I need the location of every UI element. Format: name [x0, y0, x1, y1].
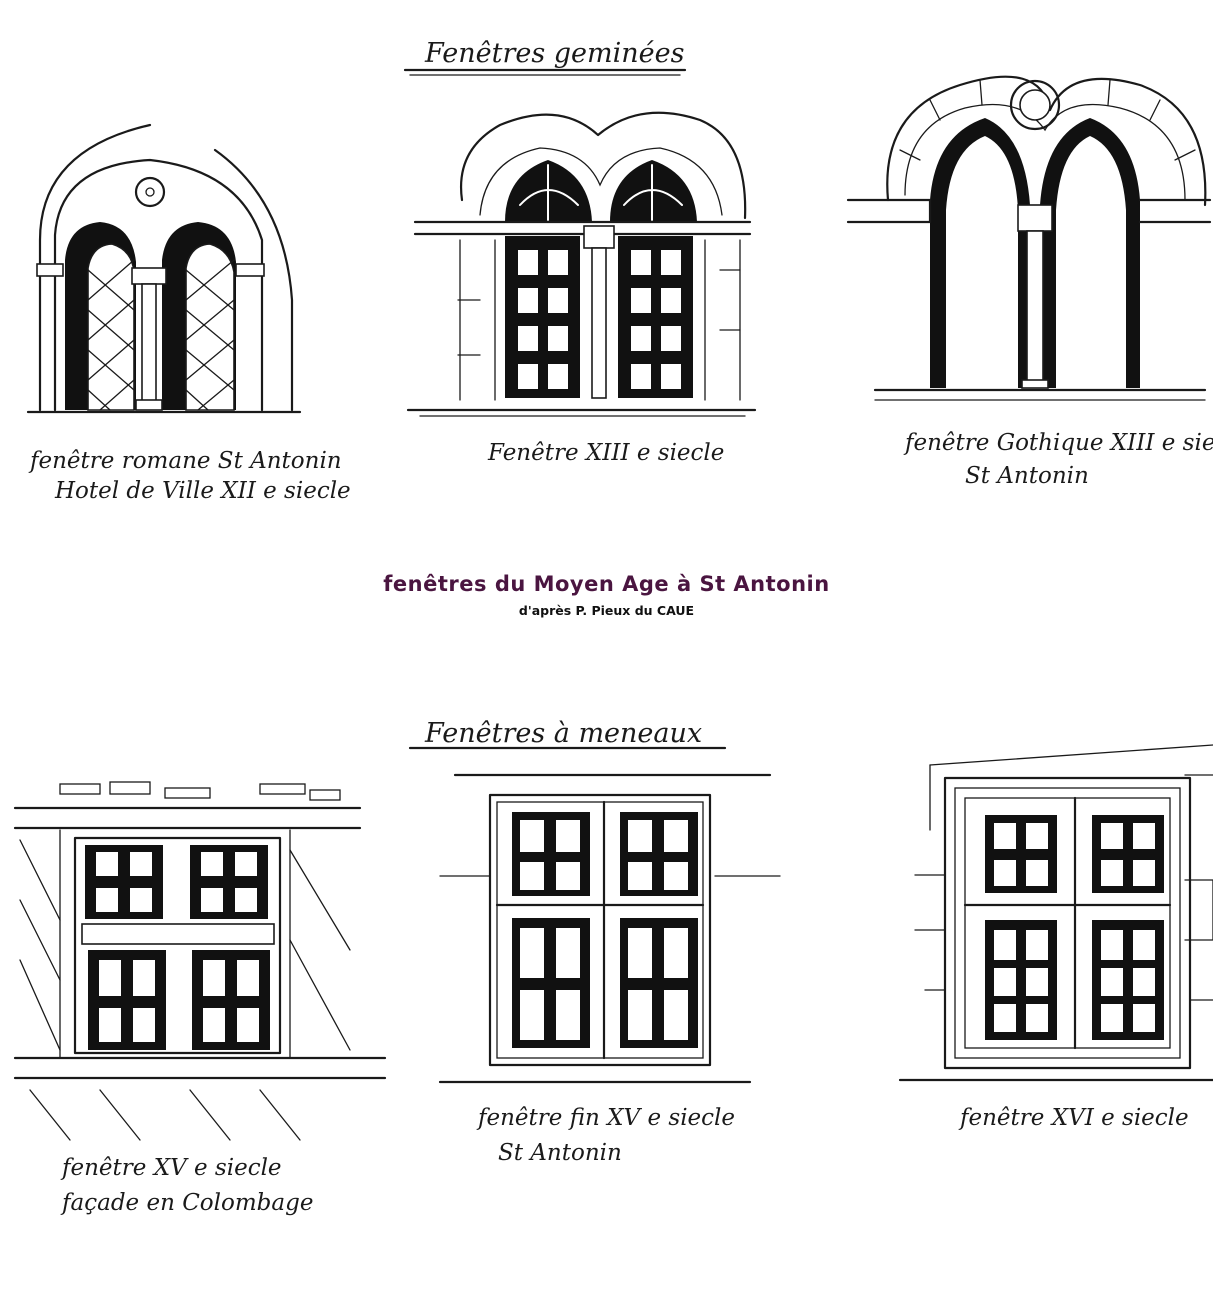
column-base	[135, 399, 163, 411]
lead-frames	[994, 823, 1155, 1032]
window-frame-moulding	[954, 787, 1181, 1059]
voussoir-joints	[899, 79, 1196, 161]
heading-geminees-text: Fenêtres geminées	[424, 38, 684, 69]
window-xiii: Fenêtre XIII e siecle	[406, 111, 757, 466]
column-capital	[1017, 204, 1053, 232]
lead-frames	[96, 852, 259, 1042]
transom	[81, 923, 275, 945]
column-shaft	[591, 247, 607, 399]
pilaster	[36, 263, 64, 277]
page-subtitle: d'après P. Pieux du CAUE	[518, 603, 695, 618]
impost-block	[846, 198, 932, 224]
caption-line2: St Antonin	[498, 1140, 622, 1166]
window-fin-xv: fenêtre fin XV e siecle St Antonin	[438, 773, 781, 1166]
inner-arch	[479, 147, 723, 216]
window-xvi: fenêtre XVI e siecle	[898, 744, 1213, 1131]
caption-line2: Hotel de Ville XII e siecle	[54, 478, 351, 504]
masonry-top	[59, 781, 341, 801]
pilaster	[235, 263, 265, 277]
lattice-glass	[87, 243, 135, 411]
right-lancet	[1040, 118, 1140, 388]
page-title: fenêtres du Moyen Age à St Antonin	[383, 572, 830, 596]
window-frame-inner	[496, 801, 704, 1059]
column-shaft	[141, 283, 157, 403]
caption-line1: fenêtre romane St Antonin	[28, 448, 342, 474]
timber-braces	[19, 829, 351, 1141]
column-capital	[131, 267, 167, 285]
caption-line1: Fenêtre XIII e siecle	[487, 440, 724, 466]
outer-arch	[213, 148, 294, 412]
caption-line1: fenêtre XV e siecle	[60, 1155, 282, 1181]
left-lancet	[930, 118, 1030, 388]
right-casement	[618, 236, 693, 398]
voussoir-arch	[460, 111, 747, 220]
diamond-lattice	[87, 259, 235, 411]
voussoir-inner	[904, 103, 1186, 201]
right-casement-frames	[631, 250, 681, 389]
outer-arch	[38, 123, 152, 412]
stone-joints	[457, 269, 741, 356]
jamb-lines	[459, 239, 741, 401]
oculus	[145, 187, 155, 197]
left-casement	[505, 236, 580, 398]
caption-line2: façade en Colombage	[60, 1190, 313, 1216]
window-romane: fenêtre romane St Antonin Hotel de Ville…	[26, 123, 351, 504]
window-frame	[73, 836, 282, 1055]
lead-frames	[520, 820, 688, 1040]
caption-line2: St Antonin	[965, 463, 1089, 489]
window-frame	[943, 776, 1192, 1070]
window-frame-inner	[964, 797, 1171, 1049]
caption-line1: fenêtre XVI e siecle	[958, 1105, 1189, 1131]
column-capital	[583, 225, 615, 249]
heading-geminees: Fenêtres geminées	[403, 38, 687, 76]
column-shaft	[1026, 230, 1044, 384]
oculus	[1009, 79, 1061, 131]
oculus	[134, 176, 166, 208]
caption-line1: fenêtre Gothique XIII e siecle	[903, 430, 1213, 456]
window-frame	[488, 793, 712, 1067]
heading-meneaux: Fenêtres à meneaux	[408, 718, 727, 750]
caption-line1: fenêtre fin XV e siecle	[476, 1105, 735, 1131]
window-colombage: fenêtre XV e siecle façade en Colombage	[13, 781, 387, 1216]
left-casement-frames	[518, 250, 568, 389]
impost-block	[1138, 198, 1212, 224]
lattice-glass	[185, 243, 235, 411]
window-gothique: fenêtre Gothique XIII e siecle St Antoni…	[846, 75, 1213, 489]
inner-arch	[53, 158, 264, 412]
column-base	[1021, 379, 1049, 389]
heading-meneaux-text: Fenêtres à meneaux	[424, 718, 702, 749]
lancet-tracery	[519, 164, 683, 221]
stone-wall	[914, 744, 1213, 1001]
oculus	[1019, 89, 1051, 121]
